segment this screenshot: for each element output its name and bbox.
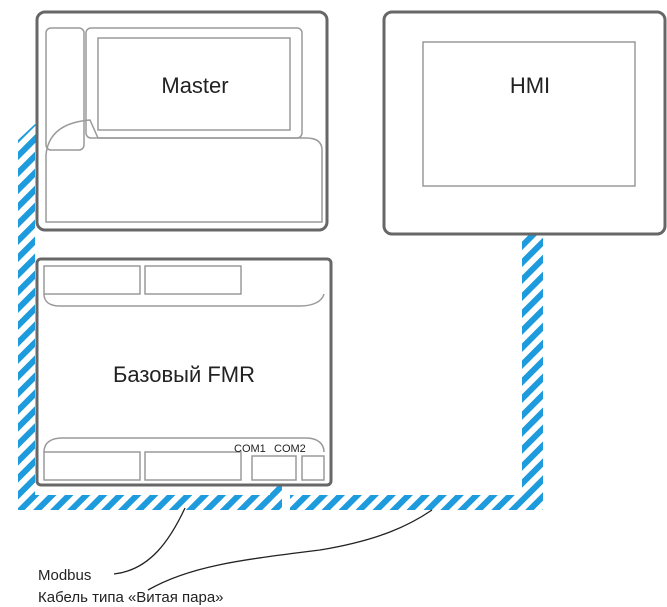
- fmr-device: Базовый FMR COM1 COM2: [35, 257, 333, 487]
- com2-label: COM2: [274, 443, 306, 455]
- cable-bottom-left: [18, 495, 276, 510]
- cable-leader-line: [147, 509, 433, 591]
- master-base-shape: [45, 119, 323, 223]
- cable-type-label: Кабель типа «Витая пара»: [38, 589, 224, 606]
- fmr-bottom-terminal-2: [144, 451, 242, 481]
- master-label: Master: [161, 73, 228, 98]
- fmr-bottom-band: [43, 437, 325, 453]
- cable-bottom-right: [290, 495, 543, 510]
- hmi-frame: [382, 10, 667, 236]
- fmr-frame: [35, 257, 333, 487]
- cable-hmi-vertical: [522, 234, 543, 510]
- fmr-com2-port: [301, 455, 325, 481]
- fmr-com1-port: [251, 455, 297, 481]
- master-side-slot: [45, 27, 85, 151]
- modbus-label: Modbus: [38, 567, 91, 584]
- fmr-top-terminal-2: [144, 265, 242, 295]
- master-frame: [35, 10, 329, 232]
- fmr-bottom-terminal-1: [43, 451, 141, 481]
- hmi-label: HMI: [510, 73, 550, 98]
- com1-label: COM1: [234, 443, 266, 455]
- master-device: Master: [35, 10, 329, 232]
- modbus-leader-line: [113, 507, 186, 575]
- master-screen: [97, 37, 291, 131]
- fmr-label: Базовый FMR: [113, 362, 255, 387]
- modbus-cable: [18, 124, 543, 510]
- cable-com-drop: [270, 484, 282, 510]
- fmr-top-band: [43, 293, 325, 307]
- fmr-top-terminal-1: [43, 265, 141, 295]
- hmi-screen: [422, 41, 636, 187]
- hmi-device: HMI: [382, 10, 667, 236]
- cable-master-left: [18, 124, 44, 510]
